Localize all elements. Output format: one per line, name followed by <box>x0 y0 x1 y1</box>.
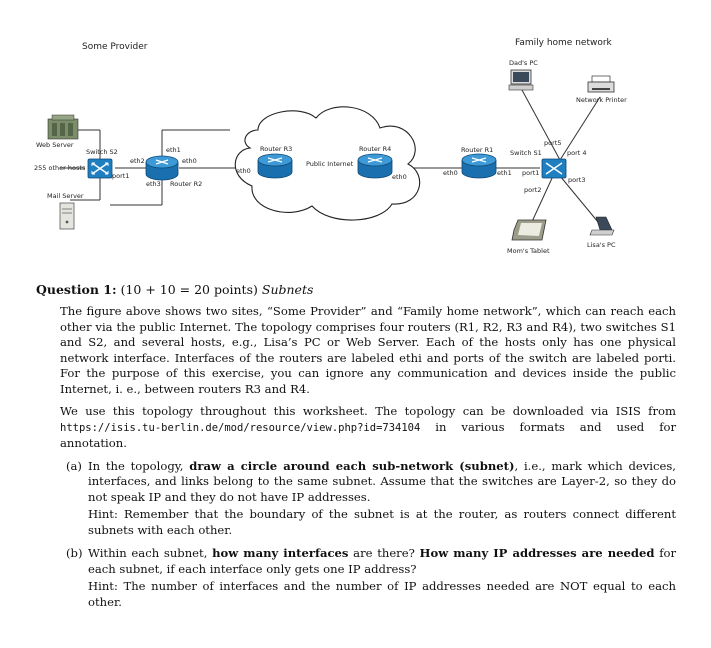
switch-s2-icon <box>87 158 113 179</box>
topology-download-link[interactable]: https://isis.tu-berlin.de/mod/resource/v… <box>60 421 421 434</box>
router-r2-label: Router R2 <box>170 180 202 188</box>
subquestion-b-bold: how many interfaces <box>212 546 349 560</box>
subquestion-b-hint: Hint: The number of interfaces and the n… <box>88 579 676 609</box>
question-topic: Subnets <box>261 282 314 297</box>
question-points: (10 + 10 = 20 points) <box>120 282 258 297</box>
dads-pc-icon <box>508 69 534 91</box>
s2-port1-label: port1 <box>112 172 129 180</box>
subquestion-b-text: Within each subnet, how many interfaces … <box>88 546 676 577</box>
switch-s1-label: Switch S1 <box>510 149 542 157</box>
subquestion-b-bold2: How many IP addresses are needed <box>419 546 655 560</box>
router-r4-label: Router R4 <box>359 145 391 153</box>
router-r2-icon <box>145 155 179 181</box>
lisas-pc-label: Lisa's PC <box>587 241 616 249</box>
r3-eth0-label: eth0 <box>236 167 251 175</box>
router-r1-label: Router R1 <box>461 146 493 154</box>
moms-tablet-label: Mom's Tablet <box>507 247 550 255</box>
subquestion-b-tag: (b) <box>66 546 83 560</box>
router-r3-label: Router R3 <box>260 145 292 153</box>
moms-tablet-icon <box>511 219 547 241</box>
switch-s2-label: Switch S2 <box>86 148 118 156</box>
subquestion-b: (b) Within each subnet, how many interfa… <box>66 546 676 612</box>
router-r3-icon <box>257 153 293 179</box>
subquestion-a-bold: draw a circle around each sub-network (s… <box>189 458 515 473</box>
subquestion-a-hint: Hint: Remember that the boundary of the … <box>88 507 676 537</box>
subquestion-b-pre: Within each subnet, <box>88 546 208 560</box>
question-text: Question 1: (10 + 10 = 20 points) Subnet… <box>36 282 676 618</box>
intro-2-post: in various formats and used for annotati… <box>60 419 677 451</box>
r2-eth2-label: eth2 <box>130 157 145 165</box>
question-number: Question 1: <box>36 282 117 297</box>
subquestion-a: (a) In the topology, draw a circle aroun… <box>66 459 676 541</box>
subquestion-b-post: for each subnet, if each interface only … <box>88 546 677 576</box>
router-r1-icon <box>461 153 497 179</box>
s1-port3-label: port3 <box>568 176 585 184</box>
r4-eth0-label: eth0 <box>392 173 407 181</box>
s1-port1-label: port1 <box>522 169 539 177</box>
site-label-family: Family home network <box>515 38 613 48</box>
subquestion-a-tag: (a) <box>66 458 82 473</box>
switch-s1-icon <box>541 158 567 179</box>
r2-eth3-label: eth3 <box>146 180 161 188</box>
subquestion-a-pre: In the topology, <box>88 458 184 473</box>
s1-port5-label: port5 <box>544 139 561 147</box>
intro-paragraph-2: We use this topology throughout this wor… <box>60 404 676 452</box>
r1-eth1-label: eth1 <box>497 169 512 177</box>
question-header: Question 1: (10 + 10 = 20 points) Subnet… <box>36 282 676 298</box>
mail-server-label: Mail Server <box>47 192 84 200</box>
router-r4-icon <box>357 153 393 179</box>
subquestion-a-post: , i.e., mark which devices, interfaces, … <box>88 458 676 504</box>
r2-eth0-label: eth0 <box>182 157 197 165</box>
s1-port2-label: port2 <box>524 186 541 194</box>
other-hosts-label: 255 other hosts <box>34 164 86 172</box>
r2-eth1-label: eth1 <box>166 146 181 154</box>
web-server-label: Web Server <box>36 141 74 149</box>
subquestion-a-text: In the topology, draw a circle around ea… <box>88 459 676 506</box>
public-internet-label: Public Internet <box>306 160 354 168</box>
network-printer-icon <box>587 75 615 93</box>
site-label-provider: Some Provider <box>82 42 148 52</box>
s1-port4-label: port 4 <box>567 149 587 157</box>
web-server-icon <box>47 114 79 140</box>
lisas-pc-icon <box>589 216 615 236</box>
subquestion-b-mid: are there? <box>353 546 415 560</box>
mail-server-icon <box>59 202 75 230</box>
intro-2-pre: We use this topology throughout this wor… <box>60 404 676 418</box>
network-printer-label: Network Printer <box>576 96 627 104</box>
public-internet-cloud <box>234 106 421 221</box>
dads-pc-label: Dad's PC <box>509 59 538 67</box>
network-topology-diagram: Some Provider Family home network Web Se… <box>34 38 627 255</box>
intro-paragraph-1: The figure above shows two sites, “Some … <box>60 304 676 396</box>
r1-eth0-label: eth0 <box>443 169 458 177</box>
